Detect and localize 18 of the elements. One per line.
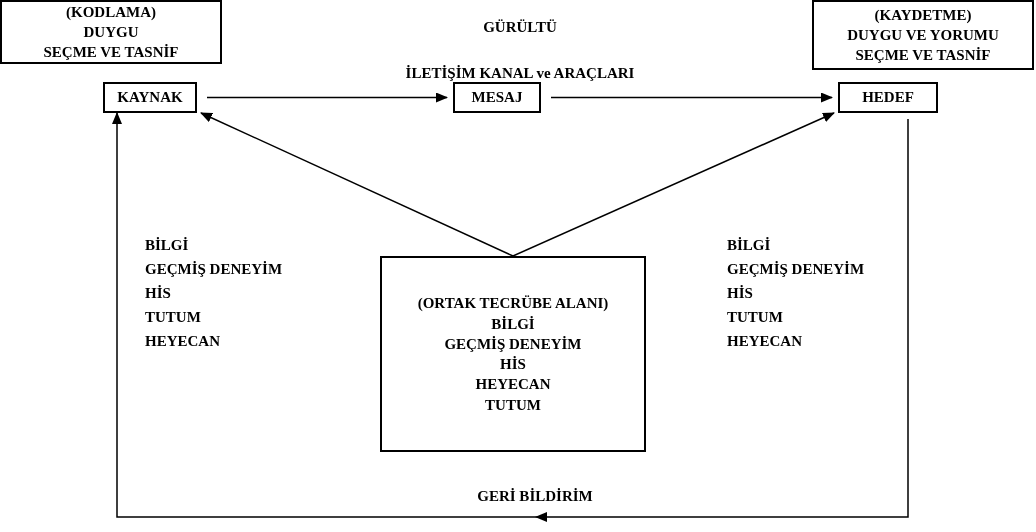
text-label: BİLGİ [145, 236, 189, 255]
text-label: HEYECAN [145, 332, 220, 351]
text-box: HEDEF [838, 82, 938, 113]
text-box: (KAYDETME) DUYGU VE YORUMU SEÇME VE TASNİF [812, 0, 1034, 70]
text-label: TUTUM [145, 308, 201, 327]
text-box: (KODLAMA) DUYGU SEÇME VE TASNİF [0, 0, 222, 64]
text-box: KAYNAK [103, 82, 197, 113]
text-label: İLETİŞİM KANAL ve ARAÇLARI [405, 64, 635, 83]
text-label: BİLGİ [727, 236, 771, 255]
text-box: (ORTAK TECRÜBE ALANI) BİLGİ GEÇMİŞ DENEYİM HİS HEYECAN TUTUM [380, 256, 646, 452]
text-box: MESAJ [453, 82, 541, 113]
text-label: GÜRÜLTÜ [483, 18, 557, 37]
text-label: HEYECAN [727, 332, 802, 351]
text-label: HİS [727, 284, 753, 303]
text-label: HİS [145, 284, 171, 303]
text-label: GEÇMİŞ DENEYİM [727, 260, 865, 279]
text-label: GEÇMİŞ DENEYİM [145, 260, 283, 279]
text-label: TUTUM [727, 308, 783, 327]
